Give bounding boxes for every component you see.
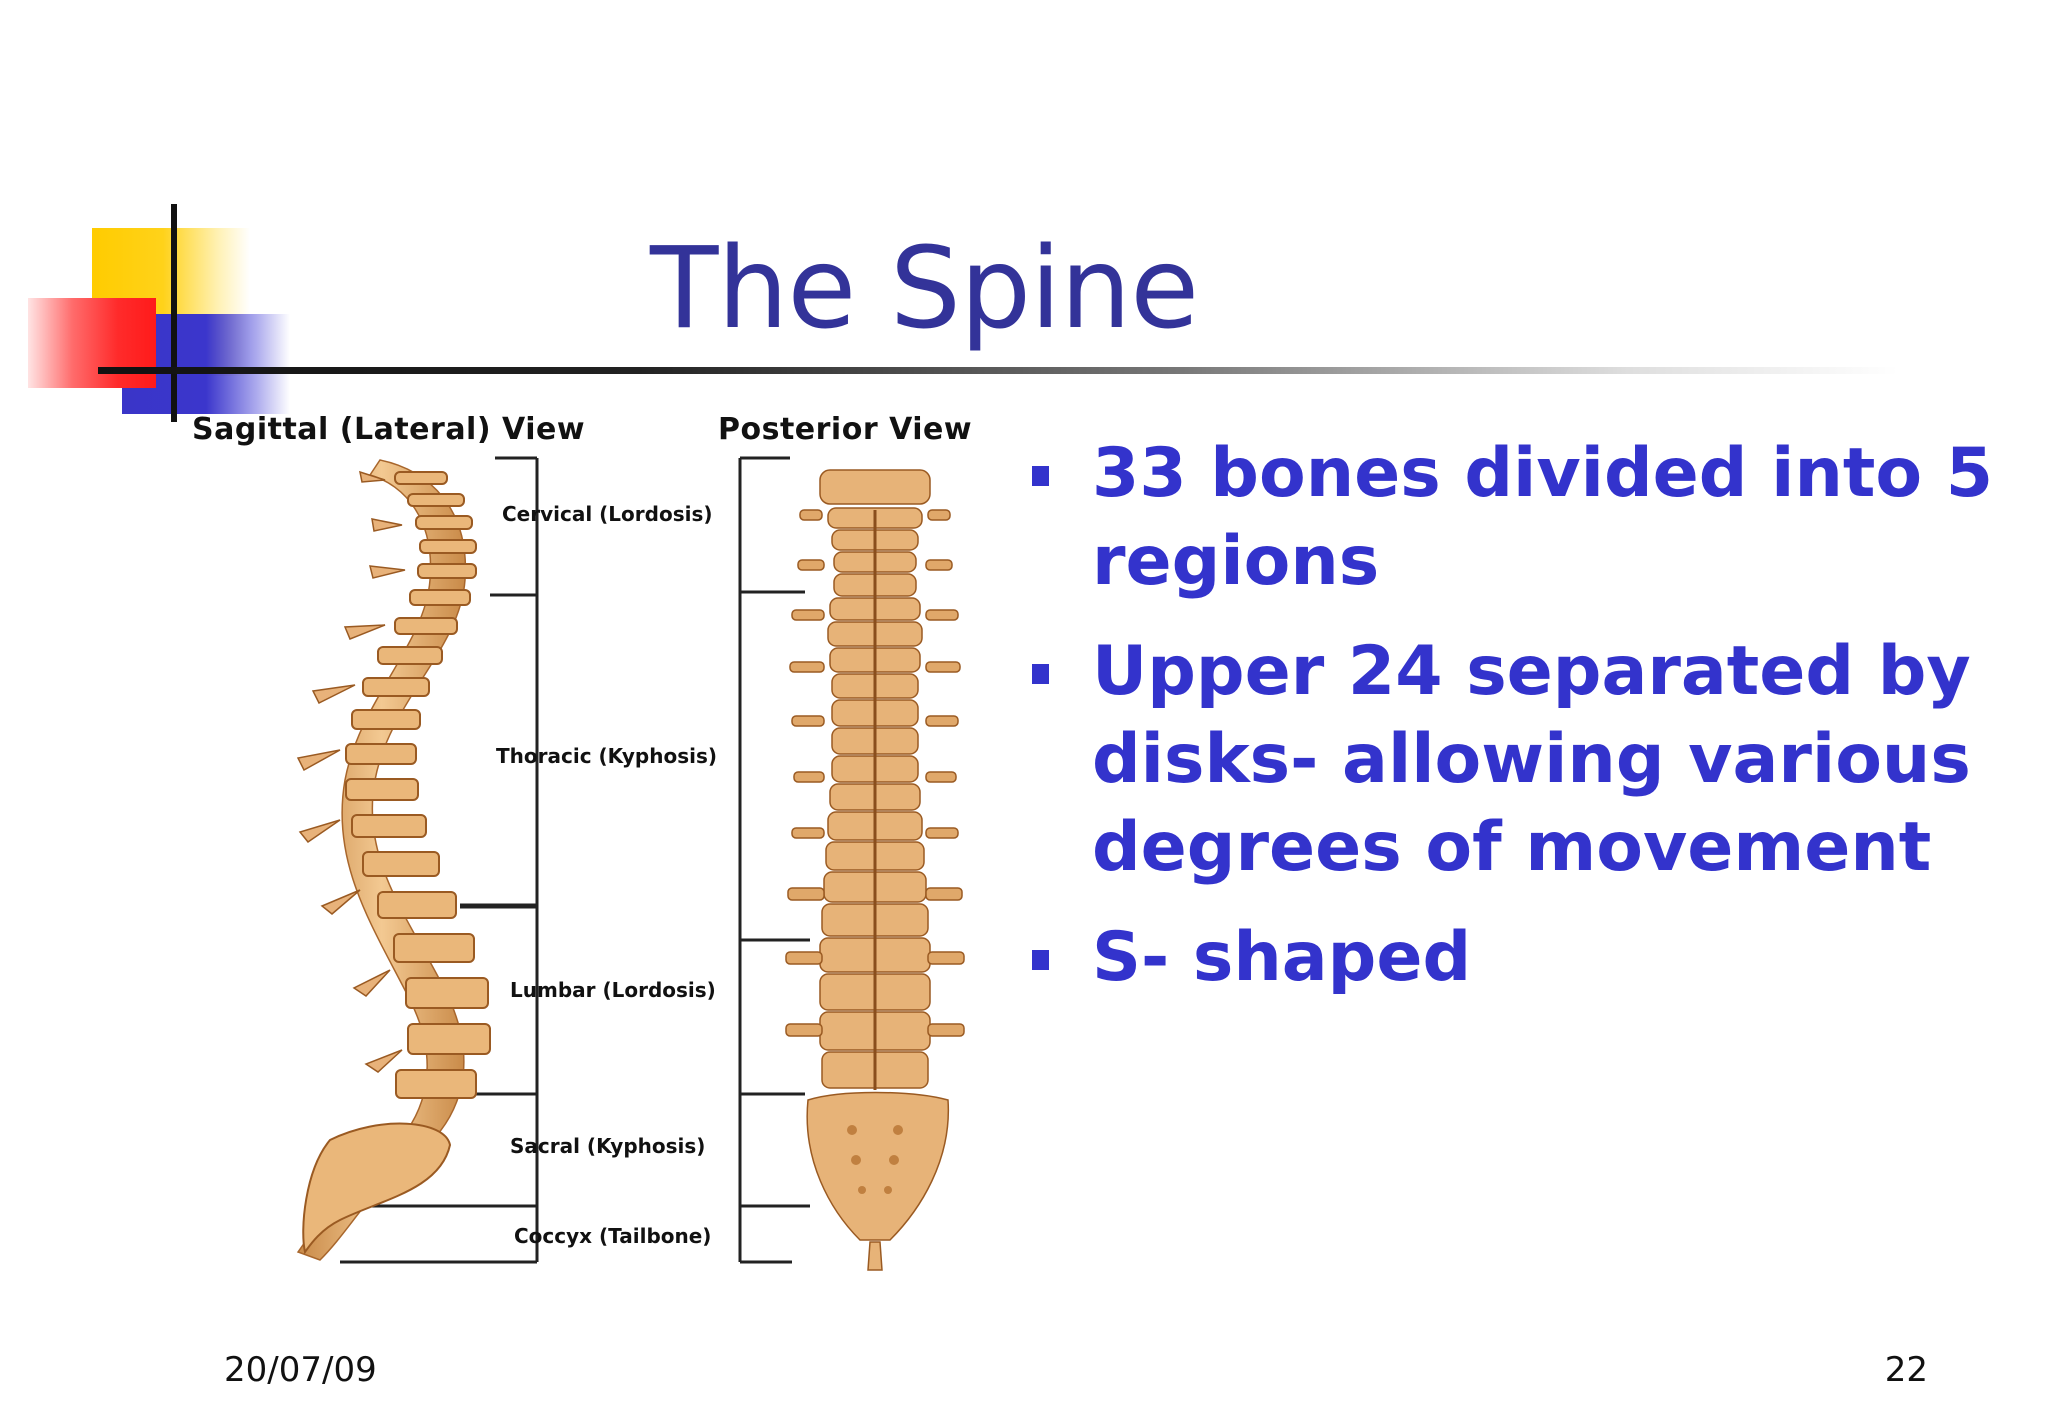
slide-title: The Spine xyxy=(650,224,1199,354)
page-number: 22 xyxy=(1884,1350,1928,1390)
bullet-text: S- shaped xyxy=(1092,918,1472,997)
region-label-sacral: Sacral (Kyphosis) xyxy=(510,1134,706,1158)
spine-figure: Sagittal (Lateral) View Posterior View C… xyxy=(180,400,1020,1280)
square-bullet-icon xyxy=(1032,664,1049,684)
bullet-list: 33 bones divided into 5 regions Upper 24… xyxy=(1020,430,2020,1024)
square-bullet-icon xyxy=(1032,466,1049,486)
bullet-text: Upper 24 separated by disks- allowing va… xyxy=(1092,632,1971,887)
region-label-thoracic: Thoracic (Kyphosis) xyxy=(496,744,718,768)
bullet-item: Upper 24 separated by disks- allowing va… xyxy=(1020,628,2020,892)
posterior-bracket xyxy=(738,456,810,1264)
bullet-item: S- shaped xyxy=(1020,914,2020,1002)
region-label-coccyx: Coccyx (Tailbone) xyxy=(514,1224,712,1248)
bullet-text: 33 bones divided into 5 regions xyxy=(1092,434,1994,601)
title-underline-rule xyxy=(98,367,1898,374)
posterior-transverse-processes xyxy=(785,509,965,1037)
spine-illustration xyxy=(296,456,965,1271)
sacral-foramina xyxy=(847,1125,903,1194)
square-bullet-icon xyxy=(1032,950,1049,970)
vertical-rule xyxy=(171,204,177,422)
lateral-view-label: Sagittal (Lateral) View xyxy=(192,412,586,447)
lateral-vertebrae xyxy=(302,471,491,1255)
region-label-cervical: Cervical (Lordosis) xyxy=(502,502,713,526)
lateral-processes xyxy=(296,470,406,1073)
posterior-view-label: Posterior View xyxy=(718,412,973,447)
footer-date: 20/07/09 xyxy=(224,1350,377,1390)
red-square-decoration xyxy=(28,298,156,388)
region-label-lumbar: Lumbar (Lordosis) xyxy=(510,978,716,1002)
posterior-spine xyxy=(806,469,950,1271)
bullet-item: 33 bones divided into 5 regions xyxy=(1020,430,2020,606)
